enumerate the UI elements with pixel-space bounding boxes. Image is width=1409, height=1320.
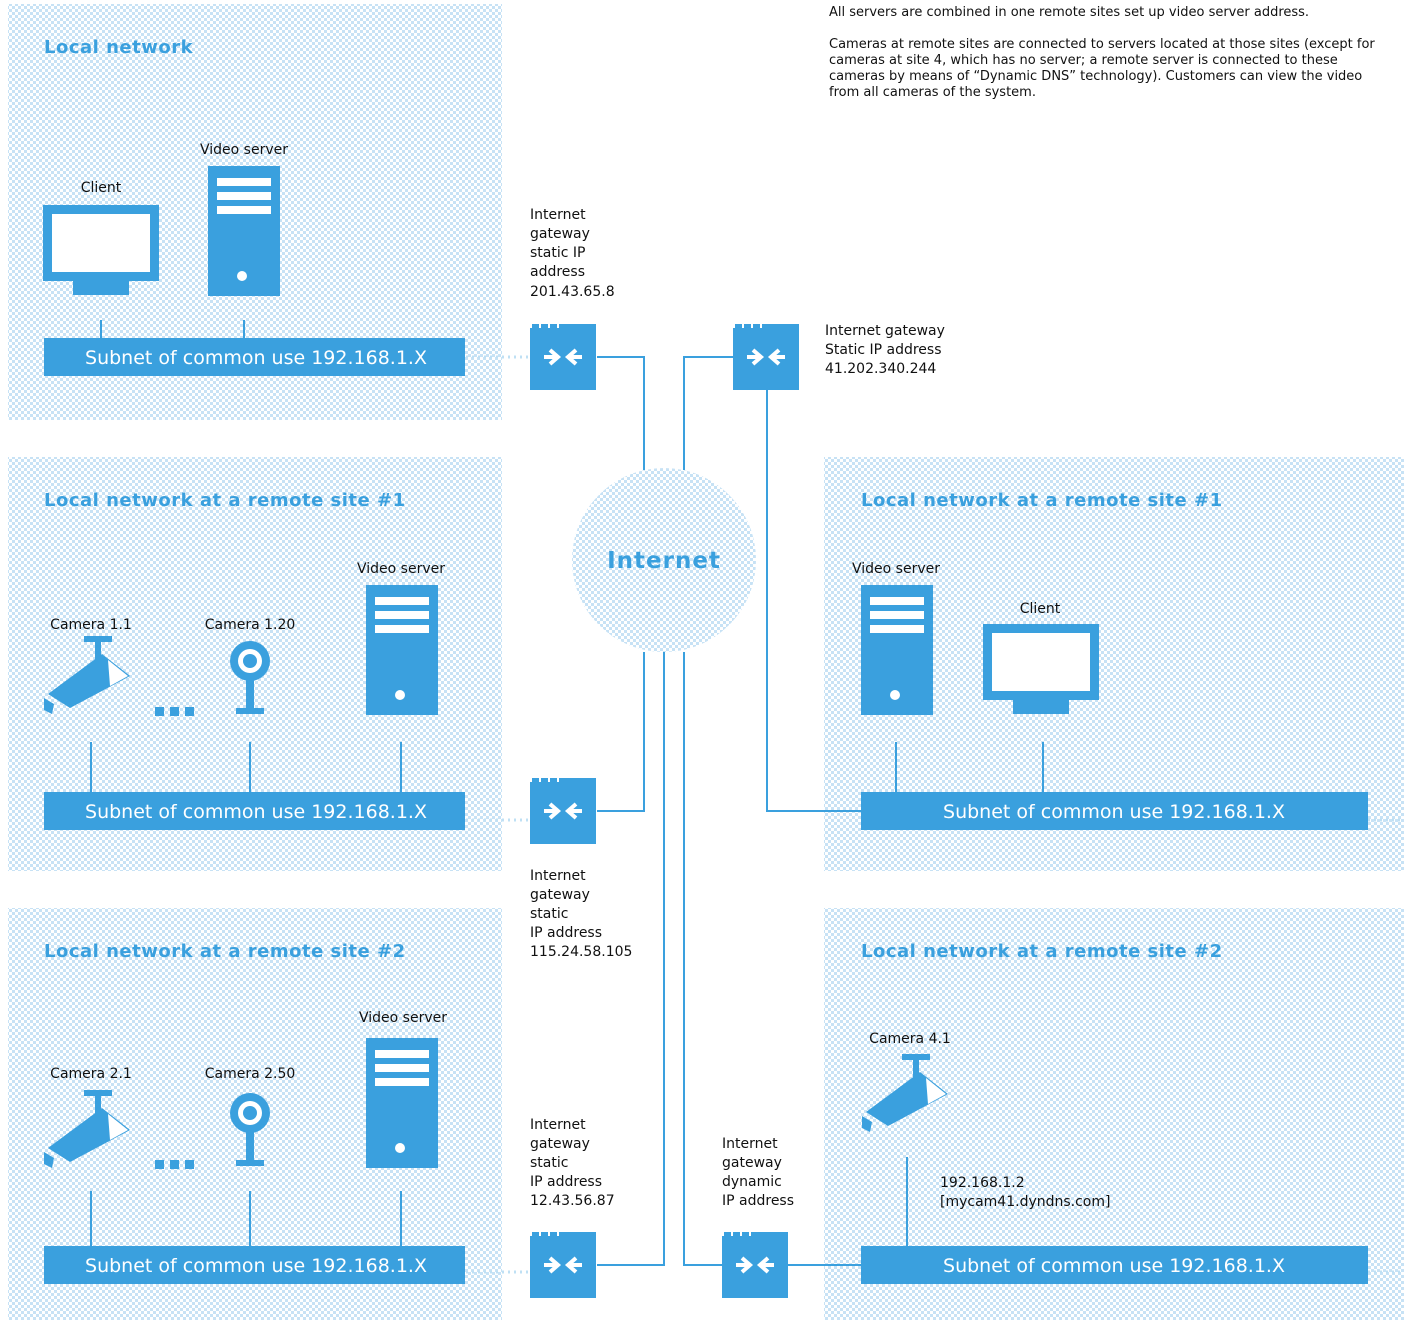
ellipsis-dots-site2	[155, 1160, 194, 1169]
svg-text:Internet: Internet	[530, 868, 586, 884]
subnet-label-local: Subnet of common use 192.168.1.X	[85, 347, 427, 369]
region-title-site1-right: Local network at a remote site #1	[861, 490, 1223, 511]
gateway-local-label: Internet gateway static IP address 201.4…	[530, 207, 615, 300]
subnet-label-site1-right: Subnet of common use 192.168.1.X	[943, 801, 1285, 823]
subnet-bar-site2-left	[44, 1246, 465, 1284]
svg-text:gateway: gateway	[530, 1136, 590, 1152]
internet-label: Internet	[607, 548, 721, 574]
camera-4-1-dyndns: [mycam41.dyndns.com]	[940, 1194, 1110, 1210]
site1-left-video-server-icon	[366, 585, 438, 715]
description-paragraph-1: All servers are combined in one remote s…	[829, 5, 1310, 20]
svg-text:IP address: IP address	[530, 925, 602, 941]
svg-text:Internet: Internet	[530, 207, 586, 223]
svg-text:gateway: gateway	[530, 226, 590, 242]
region-title-site2-left: Local network at a remote site #2	[44, 941, 406, 962]
camera-1-1-label: Camera 1.1	[50, 617, 132, 633]
gateway-site2-label: Internet gateway static IP address 12.43…	[530, 1117, 615, 1209]
gateway-site1-icon	[530, 778, 596, 844]
subnet-bar-site2-right	[861, 1246, 1368, 1284]
svg-text:static IP: static IP	[530, 245, 585, 261]
gateway-site2-icon	[530, 1232, 596, 1298]
gateway-top-right-label: Internet gateway Static IP address 41.20…	[825, 323, 945, 377]
svg-text:201.43.65.8: 201.43.65.8	[530, 284, 615, 300]
svg-text:115.24.58.105: 115.24.58.105	[530, 944, 632, 960]
site2-left-server-label: Video server	[359, 1010, 447, 1026]
region-title-site1-left: Local network at a remote site #1	[44, 490, 406, 511]
gateway-top-right-icon	[733, 324, 799, 390]
client-label: Client	[81, 180, 122, 196]
subnet-label-site2-right: Subnet of common use 192.168.1.X	[943, 1255, 1285, 1277]
camera-4-1-label: Camera 4.1	[869, 1031, 951, 1047]
camera-4-1-ip: 192.168.1.2	[940, 1175, 1025, 1191]
ellipsis-dots-site1	[155, 707, 194, 716]
svg-text:IP address: IP address	[530, 1174, 602, 1190]
svg-text:address: address	[530, 264, 585, 280]
region-title-local: Local network	[44, 37, 194, 58]
description-paragraph-2: Cameras at remote sites are connected to…	[829, 37, 1375, 100]
site2-left-video-server-icon	[366, 1038, 438, 1168]
camera-2-1-label: Camera 2.1	[50, 1066, 132, 1082]
subnet-bar-site1-left	[44, 792, 465, 830]
video-server-icon	[208, 166, 280, 296]
svg-text:static: static	[530, 1155, 568, 1171]
camera-2-50-label: Camera 2.50	[205, 1066, 296, 1082]
svg-text:Internet: Internet	[722, 1136, 778, 1152]
site1-right-server-label: Video server	[852, 561, 940, 577]
svg-text:gateway: gateway	[722, 1155, 782, 1171]
subnet-label-site1-left: Subnet of common use 192.168.1.X	[85, 801, 427, 823]
region-title-site2-right: Local network at a remote site #2	[861, 941, 1223, 962]
svg-text:12.43.56.87: 12.43.56.87	[530, 1193, 615, 1209]
svg-text:Static IP address: Static IP address	[825, 342, 942, 358]
internet-cloud	[572, 468, 756, 652]
svg-text:Internet gateway: Internet gateway	[825, 323, 945, 339]
gateway-dynamic-icon	[722, 1232, 788, 1298]
subnet-bar-site1-right	[861, 792, 1368, 830]
svg-text:Internet: Internet	[530, 1117, 586, 1133]
gateway-dynamic-label: Internet gateway dynamic IP address	[722, 1136, 794, 1209]
camera-1-20-label: Camera 1.20	[205, 617, 296, 633]
connection-lines	[90, 320, 1404, 1274]
svg-text:dynamic: dynamic	[722, 1174, 782, 1190]
svg-text:IP address: IP address	[722, 1193, 794, 1209]
server-label: Video server	[200, 142, 288, 158]
gateway-site1-label: Internet gateway static IP address 115.2…	[530, 868, 632, 960]
subnet-bar-local	[44, 338, 465, 376]
svg-text:static: static	[530, 906, 568, 922]
description: All servers are combined in one remote s…	[829, 5, 1389, 117]
svg-text:gateway: gateway	[530, 887, 590, 903]
subnet-label-site2-left: Subnet of common use 192.168.1.X	[85, 1255, 427, 1277]
site1-left-server-label: Video server	[357, 561, 445, 577]
gateway-local-icon	[530, 324, 596, 390]
site1-right-client-label: Client	[1020, 601, 1061, 617]
site1-right-video-server-icon	[861, 585, 933, 715]
svg-text:41.202.340.244: 41.202.340.244	[825, 361, 936, 377]
